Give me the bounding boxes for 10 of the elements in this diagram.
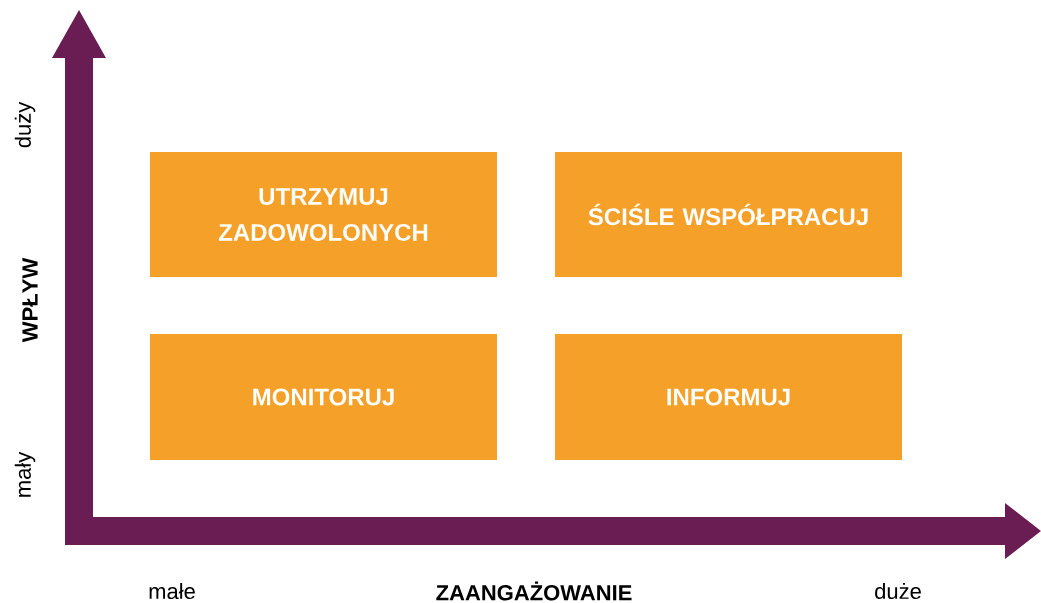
axis-title: ZAANGAŻOWANIE xyxy=(436,581,632,601)
axis-label: małe xyxy=(149,582,195,600)
axis-label: duże xyxy=(875,582,921,600)
quadrant-box: ŚCIŚLE WSPÓŁPRACUJ xyxy=(555,152,902,277)
quadrant-box: UTRZYMUJ ZADOWOLONYCH xyxy=(150,152,497,277)
quadrant-box: INFORMUJ xyxy=(555,334,902,460)
quadrant-box: MONITORUJ xyxy=(150,334,497,460)
axis-title: WPŁYW xyxy=(22,257,38,343)
axis-label: mały xyxy=(14,451,36,497)
axis-label: duży xyxy=(14,101,36,148)
